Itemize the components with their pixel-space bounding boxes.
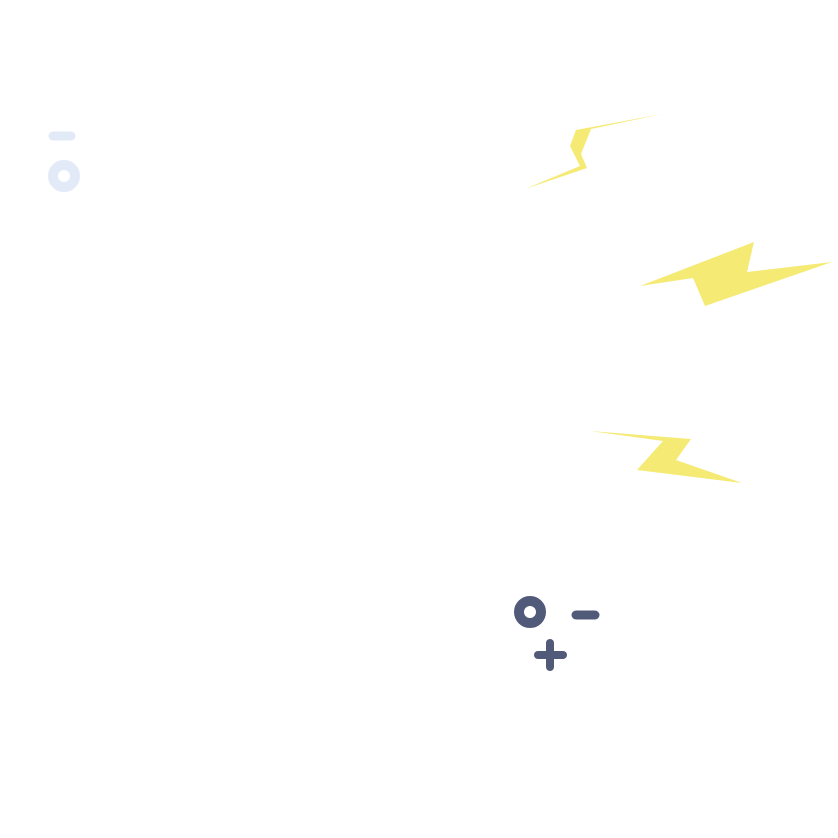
lightning-bolt-icon: [525, 114, 662, 189]
lightning-bolt-icon: [590, 431, 742, 483]
lightning-bolt-icon: [640, 242, 832, 306]
circle-icon: [514, 596, 546, 628]
lightning-bolts: [525, 114, 832, 483]
plus-icon: [534, 639, 567, 671]
dark-symbol-group: [514, 596, 600, 671]
faded-symbol-group: [48, 131, 80, 192]
faded-circle-icon: [48, 160, 80, 192]
